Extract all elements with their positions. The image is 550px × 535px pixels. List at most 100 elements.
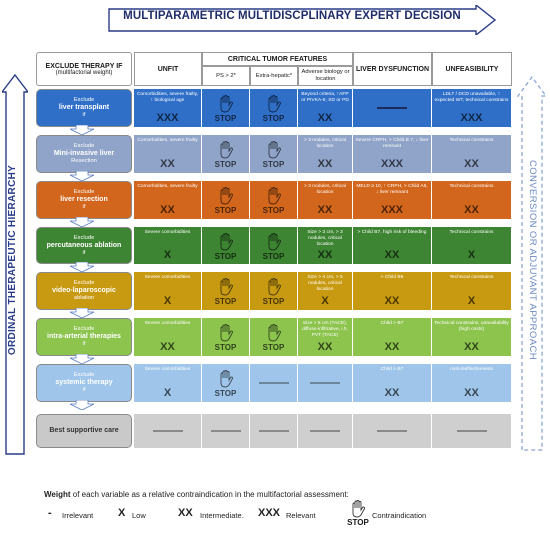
header-exclude-title: EXCLUDE THERAPY IF [45, 62, 123, 70]
weight-symbol: XX [160, 341, 175, 353]
header-unfeas-label: UNFEASIBILITY [445, 65, 499, 73]
cell-text: LDLT / DCD unavailable, ↑ expected WT, t… [434, 92, 509, 103]
dash-symbol [210, 430, 241, 432]
right-arrow [517, 76, 547, 451]
cell-text: > 3 nodules, critical location [303, 138, 346, 149]
cell-text: > Child B7, high risk of bleeding [357, 230, 427, 235]
stop-symbol: STOP [202, 324, 249, 352]
cell-r7-c0 [134, 414, 202, 448]
left-arrow [2, 74, 28, 455]
header-unfit: UNFIT [134, 52, 202, 86]
stop-hand-icon [220, 278, 233, 296]
right-label: CONVERSION OR ADJUVANT APPROACH [527, 160, 538, 360]
header-extra-label: Extra-hepatic* [255, 73, 293, 79]
cell-text: > 3 nodules, critical location [303, 184, 346, 195]
row-label-l2: intra-arterial therapies [47, 333, 121, 340]
stop-hand-icon [352, 500, 365, 518]
stop-symbol: STOP [202, 370, 249, 398]
row-label-l2: systemic therapy [55, 379, 113, 386]
header-exclude: EXCLUDE THERAPY IF (multifactorial weigh… [36, 52, 132, 86]
cell-r7-c1 [202, 414, 250, 448]
weight-symbol: XX [464, 387, 479, 399]
dash-symbol [258, 430, 289, 432]
stop-hand-icon [268, 233, 281, 251]
weight-symbol: X [467, 249, 476, 261]
weight-symbol: X [163, 249, 172, 261]
row-label-l3: if [82, 204, 86, 210]
stop-label: STOP [262, 252, 285, 261]
stop-symbol: STOP [202, 187, 249, 215]
down-arrow-icon [70, 308, 94, 318]
cell-r5-c1: STOP [202, 318, 250, 356]
down-arrow-icon [70, 262, 94, 272]
stop-label: STOP [214, 343, 237, 352]
legend-label-1: Low [132, 511, 146, 520]
header-unfeas: UNFEASIBILITY [432, 52, 512, 86]
cell-r4-c2: STOP [250, 272, 298, 310]
legend-symbol-3: XXX [258, 507, 281, 519]
cell-r3-c3: Size > 3 cm, > 3 nodules, critical locat… [298, 227, 353, 264]
row-label-l2: percutaneous ablation [46, 241, 122, 249]
header-ps-label: PS > 2* [216, 73, 236, 79]
row-label-l2: liver transplant [58, 104, 110, 111]
row-label-l3: if [82, 341, 86, 347]
down-arrow-icon [70, 217, 94, 227]
cell-text: Beyond criteria, ↑AFP or PIVKA-II, SD or… [301, 92, 349, 103]
weight-symbol: XXX [380, 158, 403, 170]
cell-r0-c2: STOP [250, 89, 298, 127]
cell-r2-c4: MELD ≥ 10, ↑ CRPH, > Child A6, ↓ liver r… [353, 181, 432, 219]
cell-r4-c3: Size > 4 cm, > 5 nodules, critical locat… [298, 272, 353, 310]
stop-label: STOP [214, 206, 237, 215]
weight-symbol: XX [317, 341, 333, 353]
cell-text: Technical constrains [449, 275, 494, 280]
row-label-l3: Resection [71, 158, 97, 164]
cell-r0-c5: LDLT / DCD unavailable, ↑ expected WT, t… [432, 89, 512, 127]
header-critical-label: CRITICAL TUMOR FEATURES [227, 55, 328, 63]
cell-r7-c3 [298, 414, 353, 448]
header-critical: CRITICAL TUMOR FEATURES [202, 52, 353, 66]
dash-symbol [377, 107, 407, 109]
cell-r3-c2: STOP [250, 227, 298, 264]
cell-r0-c1: STOP [202, 89, 250, 127]
cell-text: Technical constrains [449, 138, 494, 143]
cell-r1-c4: Severe CRPH, > Child B 7, ↓ liver remnan… [353, 135, 432, 173]
dash-symbol [377, 430, 407, 432]
cell-text: Severe CRPH, > Child B 7, ↓ liver remnan… [355, 138, 429, 149]
header-liver-label: LIVER DYSFUNCTION [355, 65, 430, 73]
cell-text: Technical constrains, unavailability (hi… [434, 321, 509, 332]
cell-r0-c0: Comorbidities, severe frailty, ↑ biologi… [134, 89, 202, 127]
stop-symbol: STOP [250, 278, 297, 306]
cell-text: Comorbidities, severe frailty [137, 184, 198, 189]
legend-title: Weight of each variable as a relative co… [44, 490, 504, 499]
weight-symbol: XX [464, 158, 479, 170]
cell-r3-c1: STOP [202, 227, 250, 264]
cell-text: > Child B9 [380, 275, 404, 280]
stop-symbol: STOP [250, 233, 297, 261]
stop-label: STOP [214, 160, 237, 169]
down-arrow-icon [70, 125, 94, 135]
cell-text: Comorbidities, severe frailty [137, 138, 198, 143]
row-label-l3: ablation [73, 295, 95, 301]
legend-title-rest: of each variable as a relative contraind… [70, 490, 349, 499]
stop-symbol: STOP [250, 324, 297, 352]
weight-symbol: XX [317, 204, 333, 216]
stop-label: STOP [262, 160, 285, 169]
stop-label: STOP [214, 297, 237, 306]
dash-symbol [152, 430, 183, 432]
stop-symbol: STOP [202, 233, 249, 261]
cell-text: Comorbidities, severe frailty, ↑ biologi… [136, 92, 199, 103]
legend-label-0: Irrelevant [62, 511, 94, 520]
row-label-l2: liver resection [60, 196, 108, 203]
stop-hand-icon [220, 187, 233, 205]
